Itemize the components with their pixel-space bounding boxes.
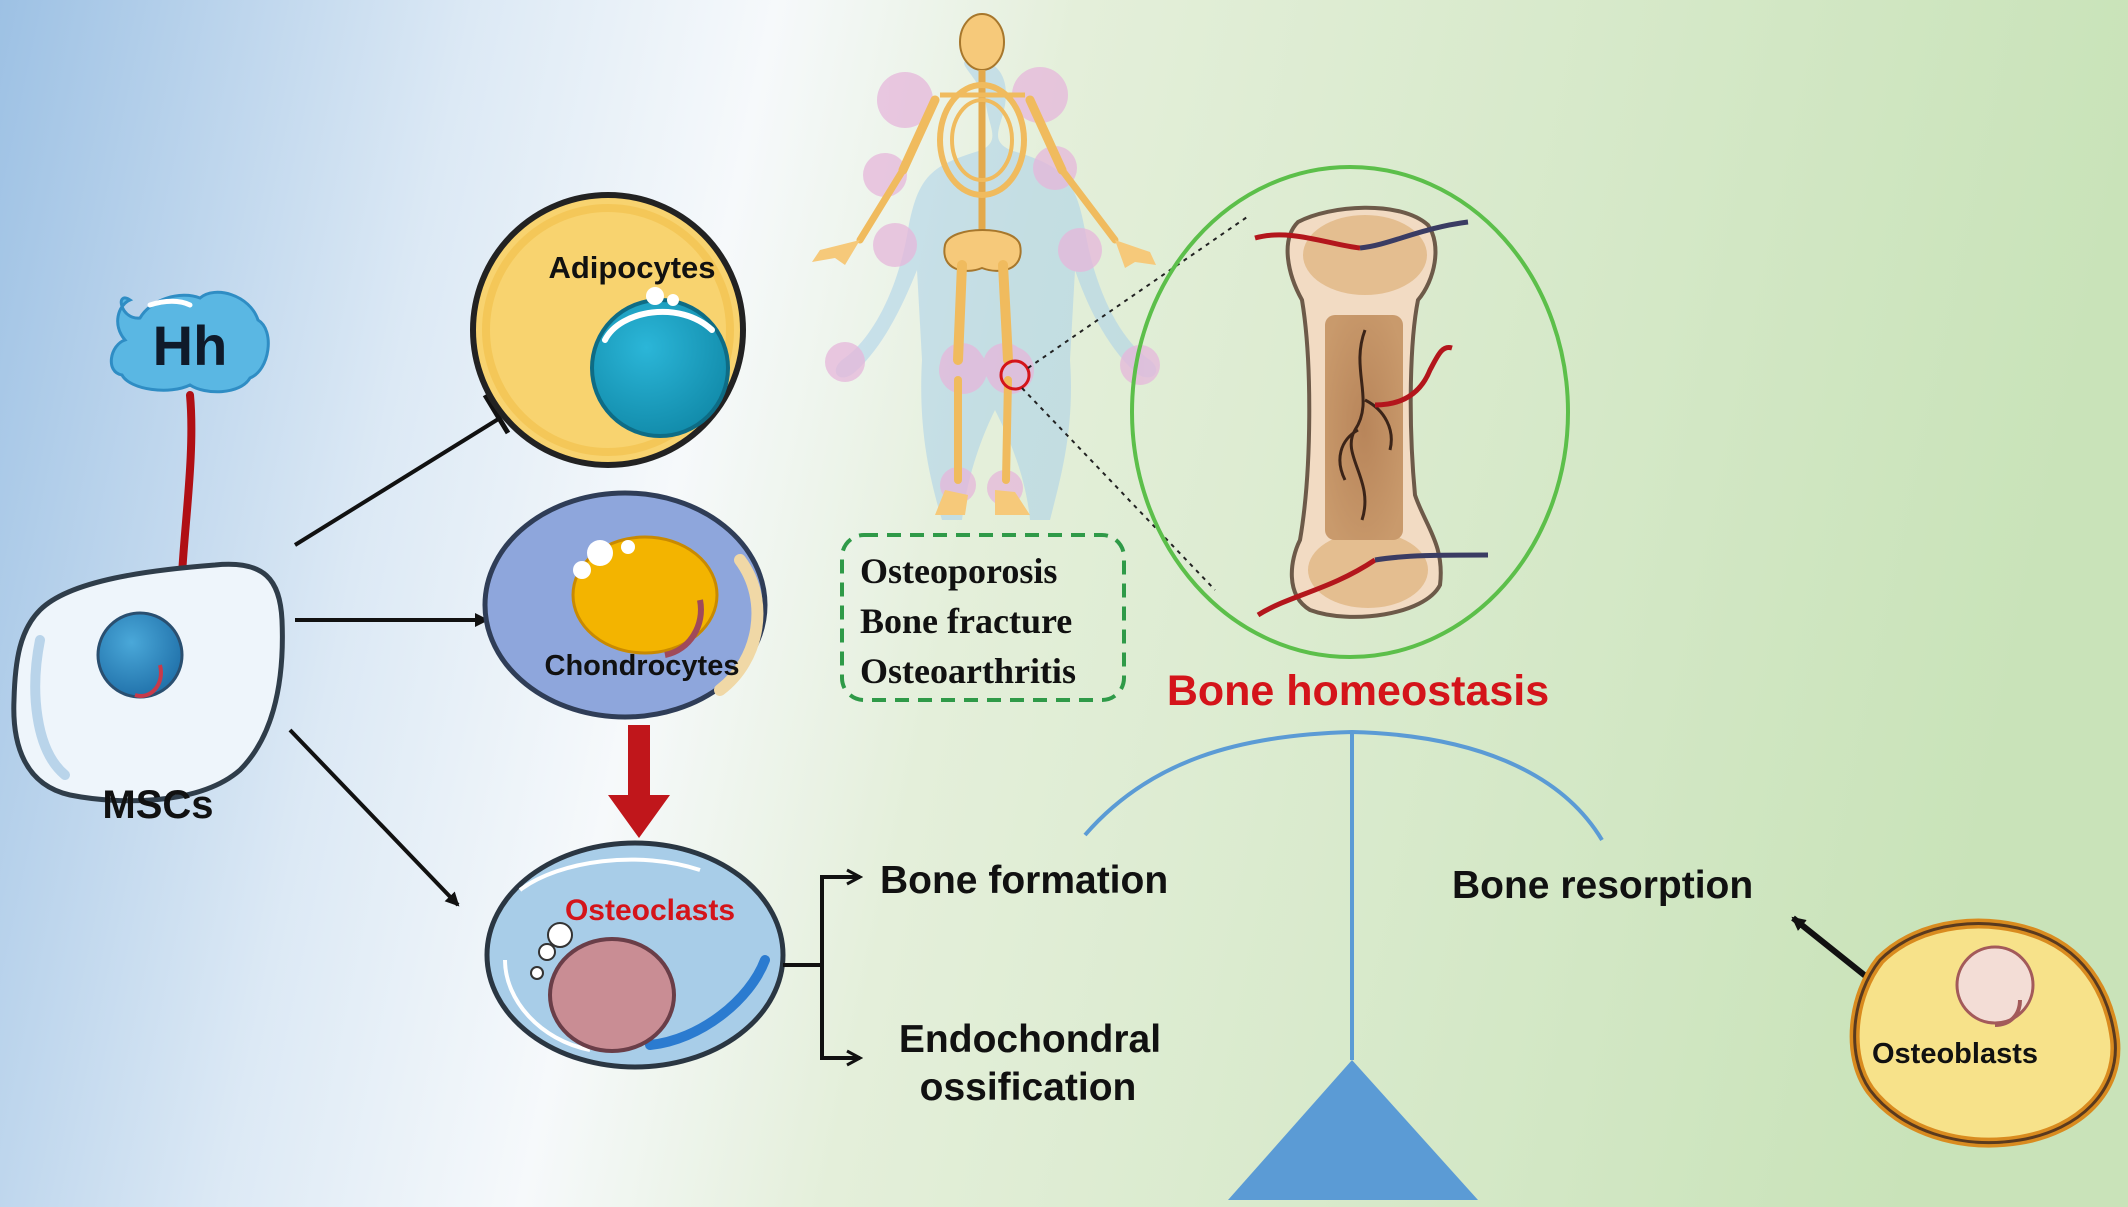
bone-zoom-ring	[1130, 165, 1570, 659]
chondrocyte-cell	[482, 490, 768, 720]
osteoclast-cell	[484, 840, 786, 1070]
differentiation-arrow	[608, 725, 670, 838]
long-bone	[1254, 205, 1489, 619]
chondrocytes-label: Chondrocytes	[545, 650, 740, 682]
osteoblast-cell	[1849, 918, 2121, 1148]
inhibit-bar	[482, 393, 511, 435]
inhibit-adipocyte-line	[293, 416, 502, 547]
bracket-arrows	[783, 875, 860, 1060]
adipocyte-cell	[470, 192, 746, 468]
disease-bone-fracture: Bone fracture	[860, 601, 1072, 641]
adipocytes-label: Adipocytes	[548, 250, 715, 285]
hh-ligand	[110, 290, 270, 394]
arrow-to-osteoclasts	[288, 728, 460, 907]
endochondral-label-line1: Endochondral	[899, 1018, 1161, 1061]
bone-resorption-label: Bone resorption	[1452, 864, 1753, 907]
diseases-box	[840, 533, 1126, 702]
disease-osteoarthritis: Osteoarthritis	[860, 651, 1076, 691]
osteoblasts-label: Osteoblasts	[1872, 1038, 2038, 1070]
hh-label: Hh	[153, 314, 228, 377]
human-skeleton	[812, 13, 1160, 521]
osteoclasts-label: Osteoclasts	[565, 894, 735, 927]
hh-signal-line	[178, 391, 196, 579]
mscs-label: MSCs	[102, 783, 213, 827]
bone-formation-label: Bone formation	[880, 859, 1168, 902]
balance-scale	[1083, 729, 1604, 1200]
endochondral-label-line2: ossification	[920, 1066, 1137, 1109]
bone-homeostasis-title: Bone homeostasis	[1167, 667, 1549, 715]
disease-osteoporosis: Osteoporosis	[860, 551, 1057, 591]
msc-cell	[11, 561, 285, 804]
zoom-line-bottom	[1021, 387, 1216, 591]
arrow-osteoblast-to-resorption	[1791, 915, 1870, 981]
